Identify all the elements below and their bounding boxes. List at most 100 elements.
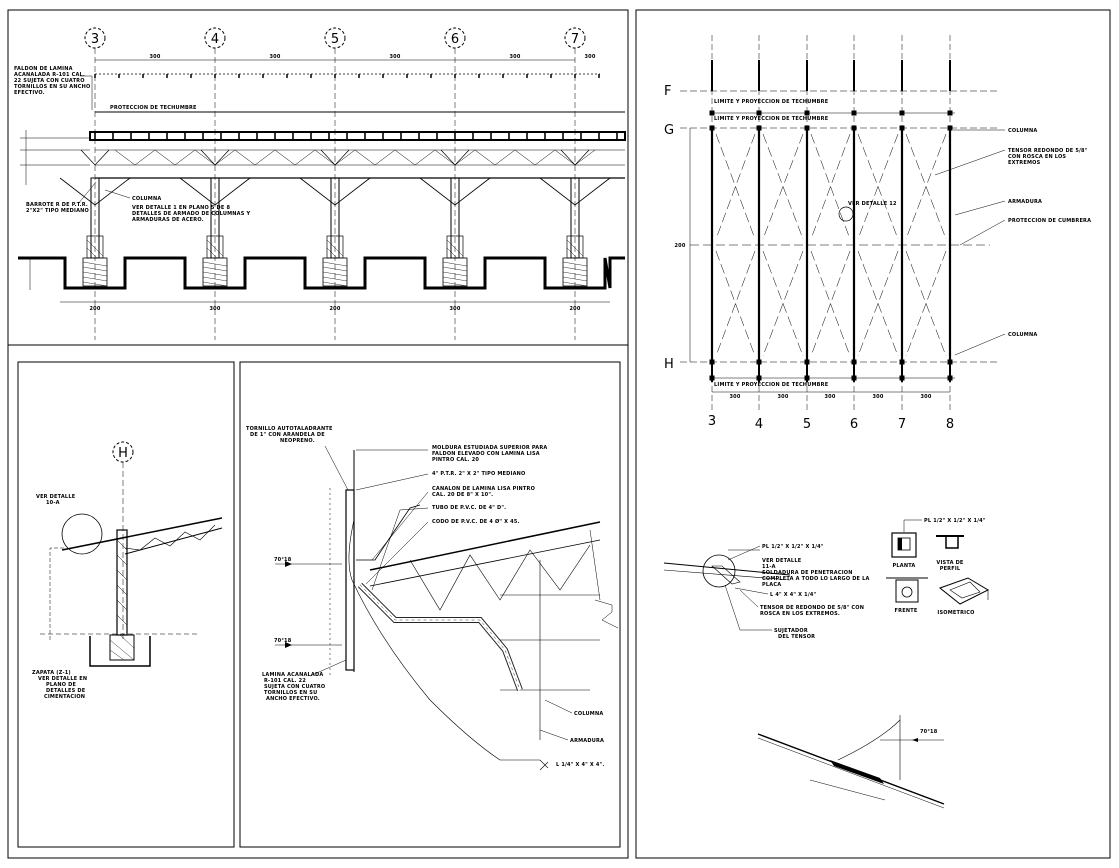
- svg-text:CANALON DE LAMINA LISA PINTRO: CANALON DE LAMINA LISA PINTRO: [432, 486, 535, 492]
- knee-brace: [299, 177, 371, 206]
- footing: [555, 235, 595, 289]
- plan-column-node: [756, 125, 762, 131]
- elevation-view: 3 4 5 6 7: [14, 27, 626, 340]
- plan-note-armadura: ARMADURA: [954, 199, 1042, 216]
- svg-text:ZAPATA (Z-1): ZAPATA (Z-1): [32, 670, 71, 676]
- plan-column-node: [851, 125, 857, 131]
- svg-text:70°18: 70°18: [274, 557, 292, 563]
- plan-column-node: [851, 110, 857, 116]
- gutter-note-tubo: TUBO DE P.V.C. DE 4" D".: [371, 505, 506, 591]
- svg-text:300: 300: [584, 54, 595, 60]
- svg-text:ANCHO EFECTIVO.: ANCHO EFECTIVO.: [266, 696, 320, 702]
- svg-text:7: 7: [898, 417, 906, 432]
- svg-text:2"X2" TIPO MEDIANO: 2"X2" TIPO MEDIANO: [26, 208, 89, 214]
- plan-column-node: [756, 359, 762, 365]
- plan-column-node: [851, 359, 857, 365]
- svg-text:4: 4: [211, 32, 219, 47]
- truss-web: [200, 149, 230, 166]
- bracket-angle-label: 70°18: [920, 729, 938, 735]
- truss-web: [274, 149, 316, 166]
- plan-brace: [810, 133, 851, 240]
- svg-text:VER DETALLE 1 EN PLANO 5 DE 8: VER DETALLE 1 EN PLANO 5 DE 8: [132, 205, 230, 211]
- svg-text:300: 300: [920, 394, 931, 400]
- svg-text:300: 300: [269, 54, 280, 60]
- svg-text:FALDON DE LAMINA: FALDON DE LAMINA: [14, 66, 73, 72]
- svg-text:TUBO DE P.V.C. DE 4" D".: TUBO DE P.V.C. DE 4" D".: [432, 505, 506, 511]
- svg-text:300: 300: [777, 394, 788, 400]
- plan-column-node: [947, 375, 953, 381]
- svg-text:ARMADURA: ARMADURA: [570, 738, 604, 744]
- svg-text:FALDON ELEVADO CON LAMINA LISA: FALDON ELEVADO CON LAMINA LISA: [432, 451, 540, 457]
- truss-web: [80, 149, 110, 166]
- svg-text:6: 6: [451, 32, 459, 47]
- svg-text:L 4" X 4" X 1/4": L 4" X 4" X 1/4": [770, 592, 817, 598]
- svg-text:NEOPRENO.: NEOPRENO.: [280, 438, 315, 444]
- svg-text:11-A: 11-A: [762, 564, 776, 570]
- svg-text:COMPLETA A TODO LO LARGO DE LA: COMPLETA A TODO LO LARGO DE LA: [762, 576, 870, 582]
- plan-side-dimension: 200: [674, 243, 685, 249]
- plan-column-node: [804, 359, 810, 365]
- truss-web: [234, 149, 276, 166]
- plan-row-label-h: H: [664, 357, 674, 372]
- plate-view-planta-label: PLANTA: [893, 563, 916, 569]
- svg-text:ARMADURA: ARMADURA: [1008, 199, 1042, 205]
- gutter-note-armadura: ARMADURA: [539, 729, 604, 744]
- truss-web: [320, 149, 350, 166]
- plan-brace: [810, 250, 851, 357]
- elevation-foundation: [18, 235, 625, 290]
- svg-text:VER DETALLE EN: VER DETALLE EN: [38, 676, 87, 682]
- plan-column-node: [804, 125, 810, 131]
- elevation-dimension-top: 300 300 300 300 300: [95, 54, 600, 75]
- gutter-note-lamina: LAMINA ACANALADA R-101 CAL. 22 SUJETA CO…: [262, 659, 347, 702]
- section-h-note-ver-detalle: VER DETALLE: [36, 494, 76, 500]
- svg-text:DEL TENSOR: DEL TENSOR: [778, 634, 815, 640]
- plan-note-proteccion: PROTECCION DE CUMBRERA: [959, 218, 1091, 246]
- svg-text:300: 300: [389, 54, 400, 60]
- plan-row-label-f: F: [664, 84, 671, 99]
- svg-text:300: 300: [509, 54, 520, 60]
- gutter-note-tornillo: TORNILLO AUTOTALADRANTE DE 1" CON ARANDE…: [246, 426, 349, 491]
- tensor-note-tensor: TENSOR DE REDONDO DE 5/8" CON ROSCA EN L…: [739, 589, 864, 617]
- truss-web: [114, 149, 156, 166]
- gutter-note-columna: COLUMNA: [544, 699, 603, 717]
- svg-text:LAMINA ACANALADA: LAMINA ACANALADA: [262, 672, 323, 678]
- plan-column-node: [899, 110, 905, 116]
- svg-text:CAL. 20 DE 8" X 10".: CAL. 20 DE 8" X 10".: [432, 492, 493, 498]
- elevation-roof: [20, 111, 626, 185]
- truss-web: [354, 149, 396, 166]
- gutter-note-ptr: 4" P.T.R. 2" X 2" TIPO MEDIANO: [355, 471, 525, 491]
- gutter-note-angulo: L 1/4" X 4" X 4".: [539, 759, 604, 771]
- section-h-note-ver-detalle-ref: 10-A: [46, 500, 60, 506]
- svg-text:SUJETADOR: SUJETADOR: [774, 628, 808, 634]
- plan-column-node: [804, 110, 810, 116]
- svg-text:VER DETALLE: VER DETALLE: [762, 558, 802, 564]
- truss-web: [474, 149, 516, 166]
- footing: [75, 235, 115, 289]
- svg-text:CODO DE P.V.C. DE 4 Ø" X 45.: CODO DE P.V.C. DE 4 Ø" X 45.: [432, 518, 520, 525]
- plan-grid: [680, 35, 1000, 410]
- svg-text:PROTECCION DE CUMBRERA: PROTECCION DE CUMBRERA: [1008, 218, 1091, 224]
- svg-text:TORNILLOS EN SU ANCHO: TORNILLOS EN SU ANCHO: [14, 84, 90, 90]
- axis-bubble-5: 5: [324, 27, 346, 340]
- plan-note-limite-bottom: LIMITE Y PROYECCION DE TECHUMBRE: [714, 382, 829, 388]
- footing: [435, 235, 475, 289]
- tensor-note-angulo: L 4" X 4" X 1/4": [734, 587, 817, 598]
- svg-text:3: 3: [91, 32, 99, 47]
- plan-column-node: [899, 359, 905, 365]
- truss-web: [394, 149, 436, 166]
- svg-text:SOLDADURA DE PENETRACION: SOLDADURA DE PENETRACION: [762, 570, 853, 576]
- truss-web: [154, 149, 196, 166]
- plan-column-node: [899, 125, 905, 131]
- axis-bubble-6: 6: [444, 27, 466, 340]
- plan-brace: [857, 250, 899, 357]
- plan-note-tensor: TENSOR REDONDO DE 5/8" CON ROSCA EN LOS …: [934, 148, 1088, 176]
- plan-note-limite-g: LIMITE Y PROYECCION DE TECHUMBRE: [714, 116, 829, 122]
- footing-profile: [18, 256, 625, 290]
- plan-brace: [715, 250, 756, 357]
- truss-web: [514, 149, 556, 166]
- section-h-view: H VER DETALLE 10-A ZAPATA (Z-1) VER DETA…: [32, 441, 223, 700]
- plan-brace: [905, 133, 947, 240]
- plan-column-node: [947, 359, 953, 365]
- plan-column-node: [709, 375, 715, 381]
- plate-view-isometrico-label: ISOMETRICO: [937, 610, 974, 616]
